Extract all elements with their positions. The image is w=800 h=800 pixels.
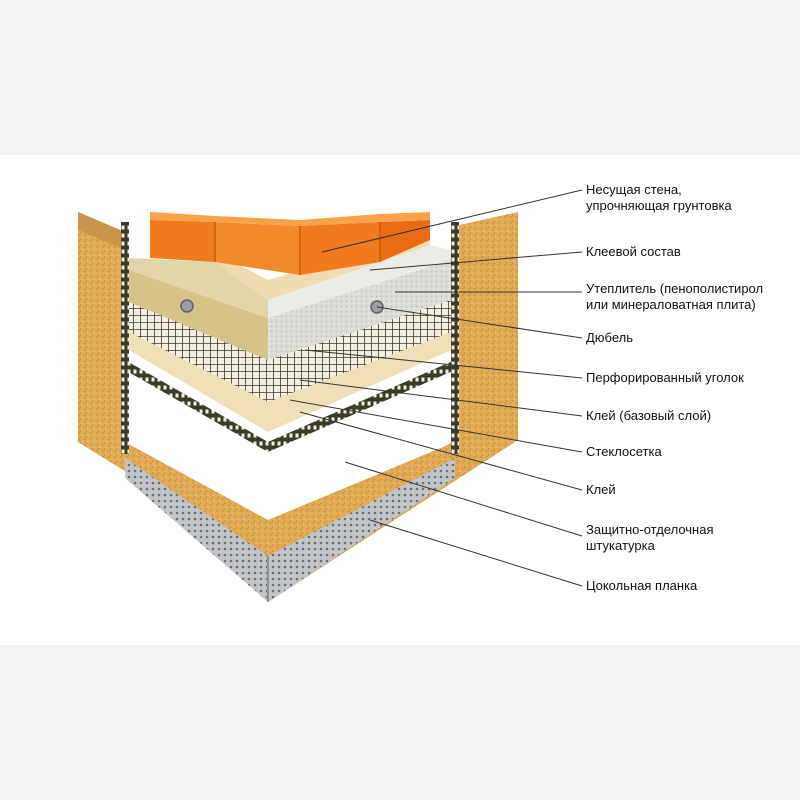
leader-lines — [289, 189, 583, 587]
glue-base-layer — [129, 330, 451, 432]
plaster-left-top — [78, 212, 125, 250]
label-base-strip: Цокольная планка — [586, 578, 698, 593]
label-load-bearing-wall: Несущая стена, упрочняющая грунтовка — [586, 182, 732, 213]
label-base-glue: Клей (базовый слой) — [586, 408, 712, 423]
base-strip-left — [125, 458, 268, 602]
corner-profile-right — [451, 222, 459, 454]
dowel-left — [180, 299, 194, 313]
corner-profile-left — [121, 222, 129, 454]
label-decorative-plaster: Защитно-отделочная штукатурка — [586, 522, 714, 553]
brick-left — [150, 220, 215, 262]
insulation-mineral — [129, 270, 268, 360]
label-fiberglass-mesh: Стеклосетка — [586, 444, 662, 459]
mesh-layer — [129, 300, 451, 402]
adhesive-layer — [150, 230, 430, 300]
corner-profile-bottom — [125, 360, 455, 452]
label-perforated-corner: Перфорированный уголок — [586, 370, 744, 385]
label-insulation: Утеплитель (пенополистирол или минералов… — [586, 281, 764, 312]
base-strip-right — [268, 458, 455, 602]
insulation-top-right — [268, 245, 451, 318]
brick-top — [150, 212, 430, 226]
brick-right — [300, 222, 380, 275]
insulation-foam — [268, 260, 451, 360]
label-dowel: Дюбель — [586, 330, 634, 345]
brick-mid — [215, 222, 300, 275]
insulation-top-left — [129, 258, 268, 318]
brick-far — [380, 220, 430, 262]
label-adhesive-compound: Клеевой состав — [586, 244, 681, 259]
label-glue: Клей — [586, 482, 616, 497]
